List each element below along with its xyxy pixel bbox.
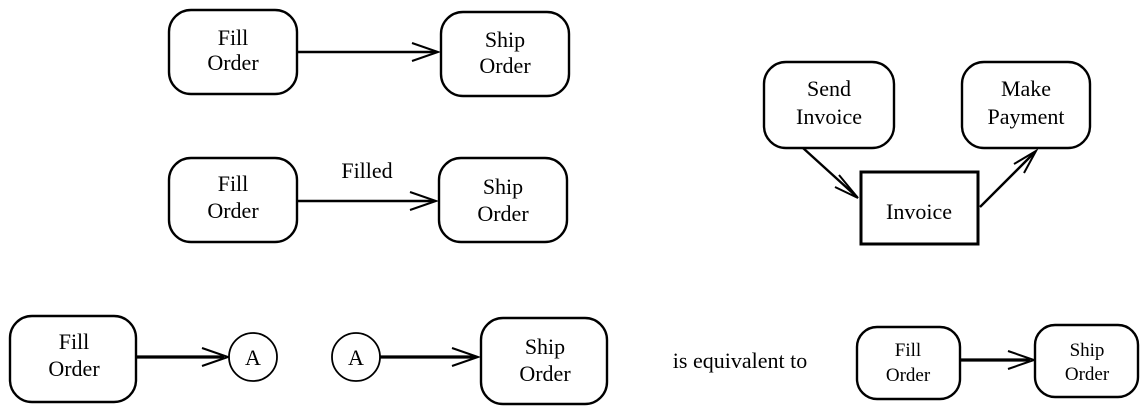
equivalence-text: is equivalent to [673, 348, 807, 373]
fill-order-action: Fill Order [8, 314, 138, 404]
send-invoice-line1: Send [807, 76, 851, 101]
diagram-labeled-flow: Fill Order Filled Ship Order [167, 156, 569, 244]
object-flow-edge-in [802, 147, 859, 199]
ship-order-line2: Order [479, 53, 531, 78]
make-payment-action: Make Payment [960, 60, 1092, 150]
ship-order-line1: Ship [525, 334, 565, 359]
equiv-ship-order-line2: Order [1065, 364, 1110, 385]
ship-order-line1: Ship [485, 27, 525, 52]
fill-order-line2: Order [207, 198, 259, 223]
ship-order-line2: Order [477, 201, 529, 226]
control-flow-edge [136, 347, 232, 367]
fill-order-action: Fill Order [167, 156, 299, 244]
make-payment-line1: Make [1001, 76, 1051, 101]
equiv-fill-order-line2: Order [886, 365, 931, 386]
send-invoice-action: Send Invoice [762, 60, 896, 150]
object-flow-edge-out [979, 148, 1039, 208]
equiv-ship-order-line1: Ship [1070, 340, 1105, 361]
send-invoice-line2: Invoice [796, 104, 862, 129]
ship-order-line2: Order [519, 361, 571, 386]
control-flow-edge [297, 191, 440, 211]
connector-in: A [331, 332, 381, 382]
equiv-fill-order-line1: Fill [895, 340, 921, 361]
invoice-object-label: Invoice [886, 199, 952, 224]
connector-out-label: A [245, 345, 261, 370]
fill-order-line1: Fill [218, 171, 249, 196]
control-flow-edge [297, 42, 442, 62]
connector-in-label: A [348, 345, 364, 370]
invoice-object-node: Invoice [859, 170, 980, 246]
ship-order-action: Ship Order [439, 10, 571, 98]
ship-order-line1: Ship [483, 174, 523, 199]
equiv-fill-order-action: Fill Order [855, 325, 962, 401]
ship-order-action: Ship Order [437, 156, 569, 244]
make-payment-line2: Payment [988, 104, 1065, 129]
fill-order-line2: Order [48, 356, 100, 381]
control-flow-edge [960, 350, 1038, 370]
fill-order-line1: Fill [59, 329, 90, 354]
diagram-basic-flow: Fill Order Ship Order [167, 8, 571, 98]
diagram-connector-equivalence: Fill Order A A Ship Order is equivalent … [8, 314, 1140, 406]
fill-order-action: Fill Order [167, 8, 299, 96]
diagram-object-flow: Send Invoice Invoice Make Payment [762, 60, 1092, 246]
connector-out: A [228, 332, 278, 382]
fill-order-line1: Fill [218, 25, 249, 50]
fill-order-line2: Order [207, 50, 259, 75]
control-flow-edge [380, 347, 482, 367]
flow-label-filled: Filled [341, 158, 392, 183]
ship-order-action: Ship Order [479, 316, 609, 406]
equiv-ship-order-action: Ship Order [1033, 323, 1140, 399]
